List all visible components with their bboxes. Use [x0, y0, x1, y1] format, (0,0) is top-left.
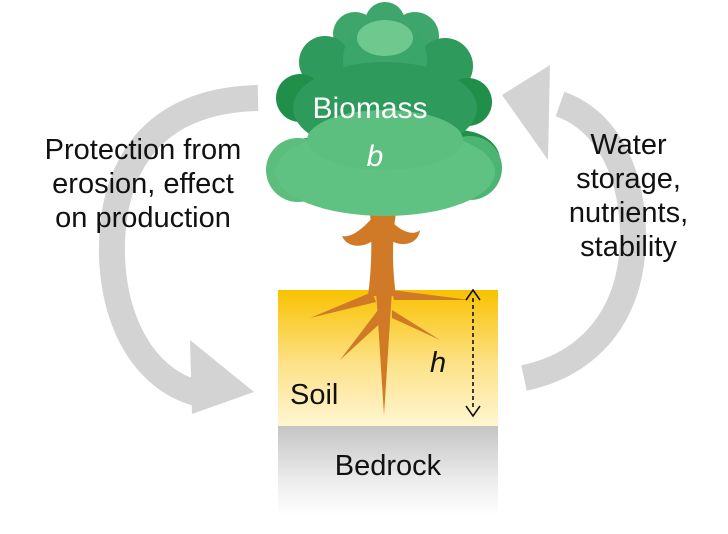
right-arrow-label: Water storage, nutrients, stability [536, 128, 721, 264]
biomass-label: Biomass [312, 92, 428, 125]
tree-trunk [342, 212, 420, 296]
right-arrow-label-line: nutrients, [568, 197, 689, 229]
soil-depth-symbol: h [430, 347, 447, 379]
left-arrow-label-line: Protection from [44, 134, 242, 166]
left-arrow-label-line: erosion, effect [52, 168, 234, 200]
tree-foliage [266, 2, 502, 216]
right-arrow-label-line: stability [580, 231, 677, 263]
tree-roots [310, 290, 470, 415]
bedrock-layer [278, 426, 498, 516]
right-cycle-arrow [502, 65, 646, 391]
right-arrow-label-line: Water [590, 129, 667, 161]
left-arrow-label-line: on production [55, 202, 231, 234]
bedrock-label: Bedrock [334, 450, 442, 482]
right-arrow-label-line: storage, [576, 163, 681, 195]
biomass-symbol: b [366, 140, 384, 173]
left-arrow-label: Protection from erosion, effect on produ… [8, 133, 278, 235]
soil-label: Soil [290, 379, 339, 411]
depth-arrowhead-bottom [465, 405, 481, 418]
depth-arrowhead-top [465, 288, 481, 301]
left-cycle-arrow [98, 85, 259, 414]
